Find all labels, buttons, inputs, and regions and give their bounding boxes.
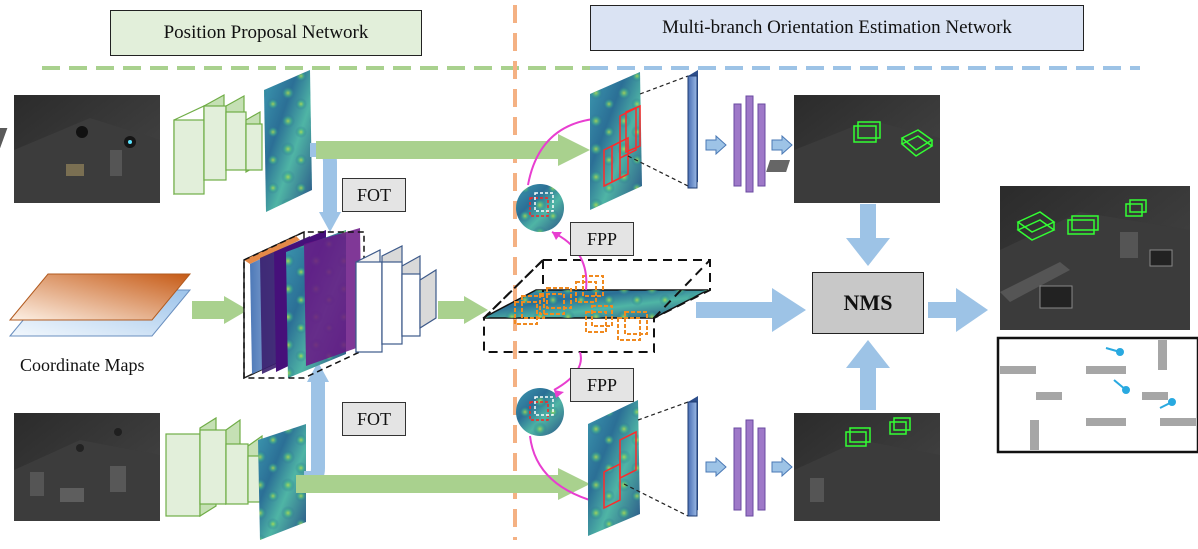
fusion-decoder-blocks: [355, 245, 437, 353]
orientation-head-top: [705, 95, 793, 193]
fpp-label-bottom: FPP: [570, 368, 634, 402]
fot-label-bottom: FOT: [342, 402, 406, 436]
roi-feature-bar-bottom: [687, 396, 698, 517]
feature-map-bottom: [258, 424, 306, 540]
bev-result-map: [996, 336, 1198, 454]
fot-arrow-top-head: [319, 212, 341, 232]
result-image-bottom: [794, 413, 940, 521]
coord-arrow-head: [224, 296, 248, 324]
nms-input-arrows: [696, 204, 988, 410]
position-proposal-network-label: Position Proposal Network: [110, 10, 422, 56]
decoder-arrow-head: [464, 296, 488, 324]
result-image-top: [766, 95, 940, 203]
fpp-zoom-circle-bottom: [516, 388, 564, 436]
backbone-bottom: [165, 416, 265, 518]
camera-image-bottom: [14, 413, 160, 521]
zoom-line-bottom-a: [637, 401, 689, 421]
zoom-line-top-a: [639, 75, 689, 95]
nms-block: NMS: [812, 272, 924, 334]
skip-arrow-bottom-head: [558, 468, 590, 500]
fot-arrow-bottom: [304, 380, 325, 485]
zoom-line-bottom-b: [623, 483, 689, 517]
coordinate-maps-icon: [8, 273, 192, 337]
skip-arrow-top-head: [558, 134, 590, 166]
backbone-top: [173, 93, 263, 195]
orientation-head-bottom: [705, 419, 793, 517]
fpp-zoom-circle-top: [516, 184, 564, 232]
feature-map-top: [264, 70, 312, 212]
fot-label-top: FOT: [342, 178, 406, 212]
fpp-label-top: FPP: [570, 222, 634, 256]
bev-proposal-plane: [482, 259, 711, 353]
final-detection-image: [1000, 186, 1190, 330]
orientation-network-label: Multi-branch Orientation Estimation Netw…: [590, 5, 1084, 51]
roi-feature-bar-top: [687, 70, 698, 189]
camera-image-top: [0, 95, 160, 203]
concat-feature-stack: [243, 228, 365, 380]
branch-feature-map-bottom: [588, 400, 640, 536]
branch-feature-map-top: [590, 72, 642, 210]
coordinate-maps-caption: Coordinate Maps: [20, 355, 145, 375]
fot-arrow-top: [310, 143, 337, 215]
